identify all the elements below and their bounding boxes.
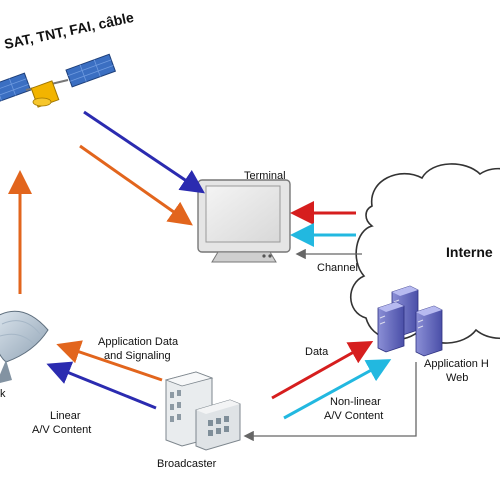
app-host-label-line1: Application H	[424, 358, 489, 370]
arrow-data	[271, 341, 374, 400]
internet-cloud	[350, 163, 500, 344]
satellite-icon	[0, 53, 117, 108]
arrow-linear-content	[46, 361, 157, 410]
terminal-tv-icon	[197, 179, 291, 263]
data-label: Data	[305, 346, 329, 358]
app-data-label-line2: and Signaling	[104, 350, 171, 362]
nonlinear-label-line2: A/V Content	[324, 410, 384, 422]
broadcaster-label: Broadcaster	[157, 458, 217, 470]
app-data-label-line1: Application Data	[98, 336, 179, 348]
arrow-satellite-to-terminal-blue	[83, 110, 205, 194]
nonlinear-label-line1: Non-linear	[330, 396, 381, 408]
app-host-label-line2: Web	[446, 372, 469, 384]
dish-label-partial: k	[0, 388, 6, 400]
application-server-icon	[377, 285, 443, 357]
arrow-nonlinear-content	[283, 359, 392, 420]
broadcaster-building-icon	[164, 371, 241, 451]
channel-label: Channel	[317, 262, 358, 274]
internet-label: Interne	[446, 244, 493, 260]
linear-label-line2: A/V Content	[32, 424, 92, 436]
satellite-dish-icon	[0, 310, 49, 383]
terminal-label: Terminal	[244, 170, 286, 182]
arrow-satellite-to-terminal-orange	[79, 144, 193, 226]
linear-label-line1: Linear	[50, 410, 81, 422]
arrow-server-to-broadcaster	[243, 362, 417, 442]
arrow-app-data-signaling	[56, 340, 163, 382]
